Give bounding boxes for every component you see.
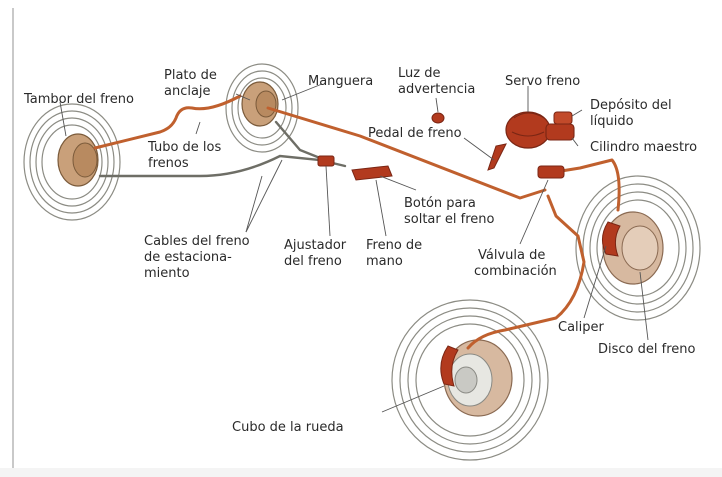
- label-combination-valve-line1: Válvula de: [478, 248, 545, 263]
- label-hose: Manguera: [308, 74, 373, 89]
- label-parking-cables-line1: Cables del freno: [144, 234, 250, 249]
- parking-brake-cables: [100, 122, 345, 176]
- label-brake-pipe-line2: frenos: [148, 156, 189, 171]
- label-parking-cables-line2: de estaciona-: [144, 250, 232, 265]
- brake-adjuster: [318, 156, 334, 166]
- label-brake-pedal: Pedal de freno: [368, 126, 462, 141]
- label-release-button-line1: Botón para: [404, 196, 476, 211]
- label-brake-adjuster-line2: del freno: [284, 254, 342, 269]
- label-fluid-reservoir-line2: líquido: [590, 114, 634, 129]
- label-brake-servo: Servo freno: [505, 74, 580, 89]
- label-wheel-hub: Cubo de la rueda: [232, 420, 344, 435]
- label-release-button-line2: soltar el freno: [404, 212, 494, 227]
- label-master-cylinder: Cilindro maestro: [590, 140, 697, 155]
- combination-valve: [538, 166, 564, 178]
- brake-drum-rear-left: [58, 134, 98, 186]
- label-warning-light-line1: Luz de: [398, 66, 440, 81]
- label-brake-pipe-line1: Tubo de los: [148, 140, 221, 155]
- label-brake-disc: Disco del freno: [598, 342, 695, 357]
- label-anchor-plate-line2: anclaje: [164, 84, 211, 99]
- anchor-plate-rear-right: [242, 82, 278, 126]
- label-parking-cables-line3: miento: [144, 266, 190, 281]
- label-combination-valve-line2: combinación: [474, 264, 557, 279]
- label-hand-brake-line2: mano: [366, 254, 403, 269]
- label-warning-light-line2: advertencia: [398, 82, 475, 97]
- brake-servo: [506, 112, 550, 148]
- warning-light: [432, 113, 444, 123]
- fluid-reservoir: [554, 112, 572, 124]
- label-caliper: Caliper: [558, 320, 604, 335]
- label-hand-brake-line1: Freno de: [366, 238, 422, 253]
- label-fluid-reservoir-line1: Depósito del: [590, 98, 672, 113]
- label-brake-drum: Tambor del freno: [24, 92, 134, 107]
- label-anchor-plate-line1: Plato de: [164, 68, 217, 83]
- master-cylinder: [546, 124, 574, 140]
- brake-pedal: [488, 144, 506, 170]
- label-brake-adjuster-line1: Ajustador: [284, 238, 346, 253]
